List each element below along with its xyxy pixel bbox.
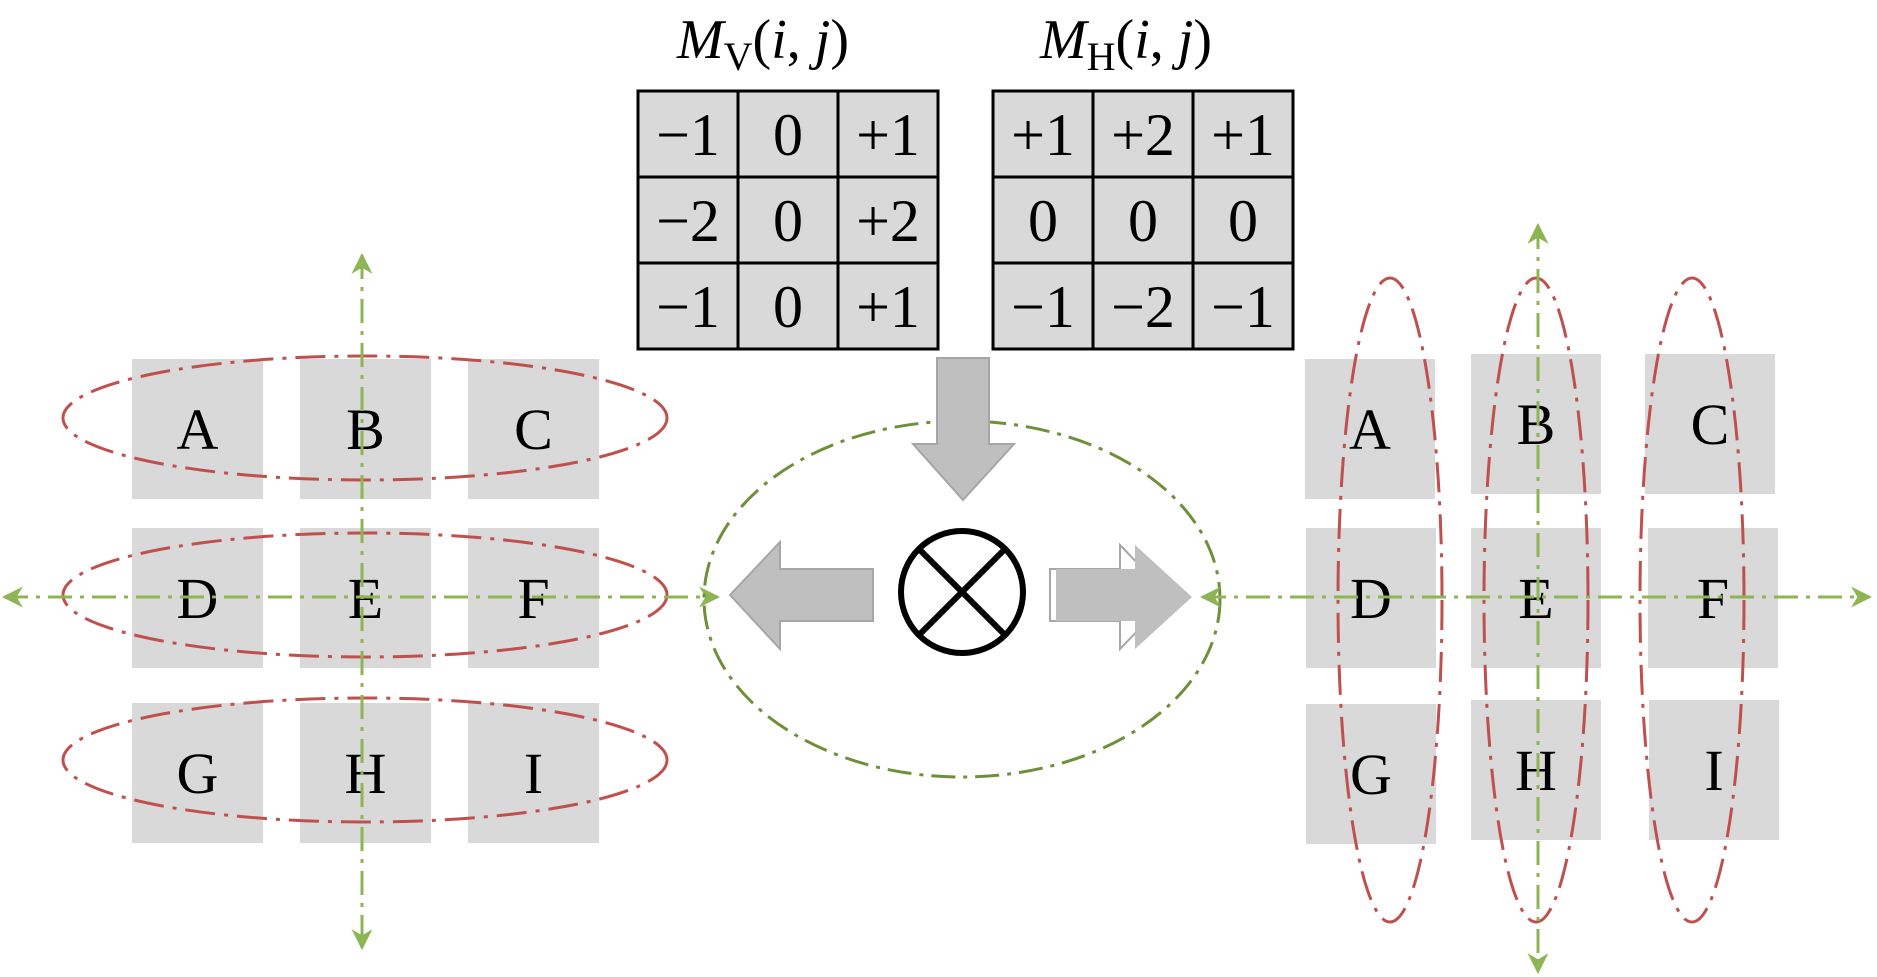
pixel-label: G bbox=[1350, 742, 1392, 807]
matrix-cell-value: −1 bbox=[656, 102, 720, 168]
matrix-cell-value: −2 bbox=[1111, 274, 1175, 340]
matrix-cell-value: −2 bbox=[656, 188, 720, 254]
pixel-label: I bbox=[1704, 738, 1723, 803]
pixel-cell bbox=[468, 703, 599, 843]
matrix-cell bbox=[991, 89, 1095, 179]
matrix-cell-value: 0 bbox=[773, 274, 803, 340]
matrix-cell-value: 0 bbox=[773, 102, 803, 168]
pixel-label: B bbox=[1517, 392, 1556, 457]
matrix-cell bbox=[736, 89, 840, 179]
matrix-cell-value: +1 bbox=[1011, 102, 1075, 168]
matrix-mh-title: MH(i, j) bbox=[1039, 9, 1212, 79]
pixel-cell bbox=[1645, 354, 1775, 494]
matrix-cell-value: +2 bbox=[1111, 102, 1175, 168]
matrix-cell-value: +1 bbox=[856, 102, 920, 168]
matrix-cell bbox=[836, 261, 940, 351]
pixel-cell bbox=[1649, 700, 1779, 840]
pixel-label: C bbox=[1691, 392, 1730, 457]
pixel-label: C bbox=[514, 397, 553, 462]
matrix-cell bbox=[1091, 261, 1195, 351]
pixel-label: H bbox=[345, 741, 387, 806]
pixel-label: B bbox=[346, 397, 385, 462]
matrix-cell bbox=[836, 175, 940, 265]
matrix-cell bbox=[991, 261, 1095, 351]
matrix-cell-value: 0 bbox=[773, 188, 803, 254]
matrix-mh-grid: +1 +2 +1 0 0 0 −1 −2 −1 bbox=[991, 89, 1295, 351]
matrix-cell bbox=[1191, 89, 1295, 179]
left-axes bbox=[1, 252, 721, 951]
matrix-cell bbox=[636, 89, 740, 179]
pixel-label: H bbox=[1515, 738, 1557, 803]
matrix-cell bbox=[1091, 175, 1195, 265]
matrix-cell-value: −1 bbox=[656, 274, 720, 340]
pixel-label: A bbox=[1349, 397, 1391, 462]
matrix-mv-title: MV(i, j) bbox=[676, 9, 849, 79]
pixel-label: A bbox=[177, 397, 219, 462]
matrix-cell-value: +1 bbox=[1211, 102, 1275, 168]
down-block-arrow bbox=[910, 357, 1017, 502]
matrix-cell-value: 0 bbox=[1228, 188, 1258, 254]
pixel-cell bbox=[468, 359, 599, 499]
matrix-mh: MH(i, j) +1 +2 +1 0 0 0 −1 −2 −1 bbox=[991, 9, 1295, 351]
matrix-cell-value: 0 bbox=[1028, 188, 1058, 254]
matrix-mv: MV(i, j) −1 0 +1 −2 0 +2 −1 0 +1 bbox=[636, 9, 940, 351]
matrix-cell bbox=[736, 261, 840, 351]
matrix-cell bbox=[1191, 261, 1295, 351]
pixel-cell bbox=[1305, 359, 1435, 499]
matrix-cell-value: +1 bbox=[856, 274, 920, 340]
matrix-cell-value: −1 bbox=[1011, 274, 1075, 340]
pixel-label: I bbox=[524, 741, 543, 806]
pixel-cell bbox=[132, 703, 263, 843]
matrix-cell-value: +2 bbox=[856, 188, 920, 254]
right-axes bbox=[1199, 222, 1873, 975]
pixel-label: G bbox=[177, 741, 219, 806]
circled-times-icon bbox=[898, 528, 1026, 656]
right-block-arrow bbox=[1049, 542, 1192, 652]
matrix-cell-value: 0 bbox=[1128, 188, 1158, 254]
pixel-cell bbox=[1306, 704, 1436, 844]
left-block-arrow bbox=[728, 539, 874, 652]
matrix-cell bbox=[636, 261, 740, 351]
matrix-mv-grid: −1 0 +1 −2 0 +2 −1 0 +1 bbox=[636, 89, 940, 351]
matrix-cell-value: −1 bbox=[1211, 274, 1275, 340]
